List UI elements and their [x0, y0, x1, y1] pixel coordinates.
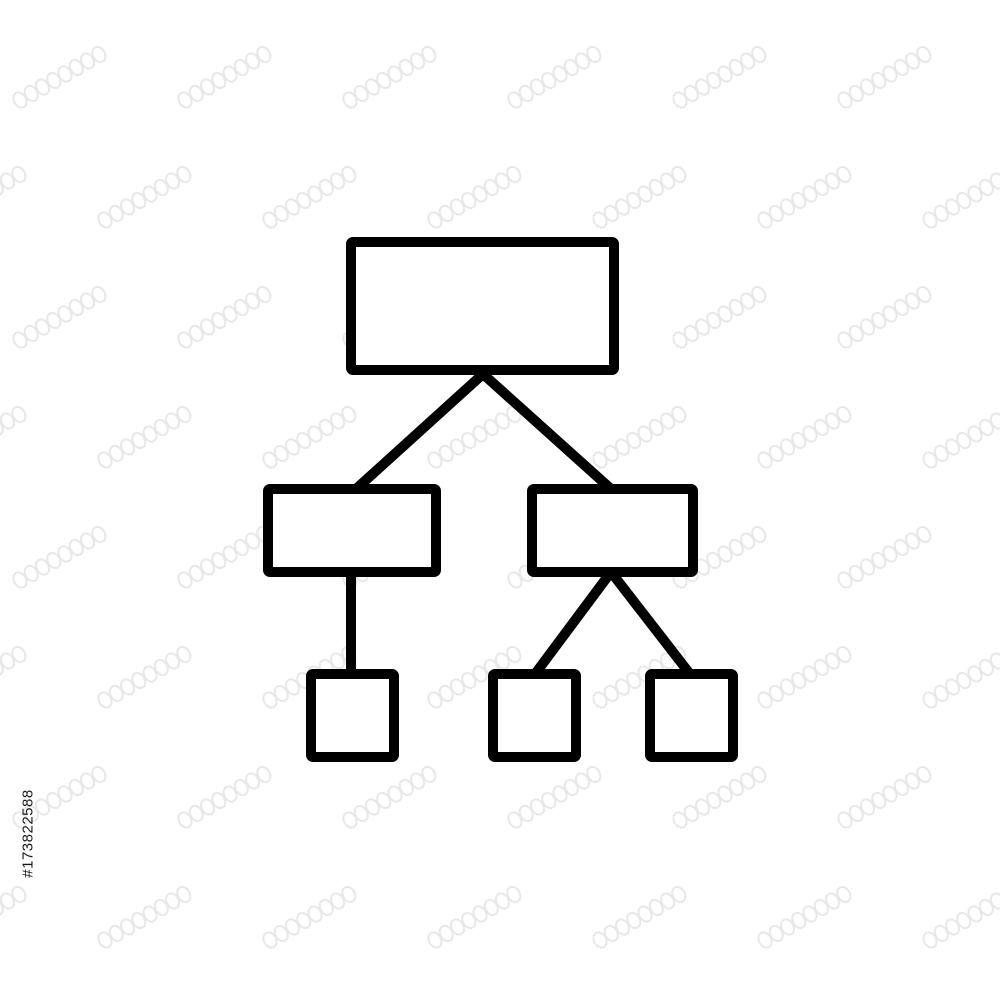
edge-right-child-to-leaf-middle [530, 567, 616, 679]
edge-root-to-left-child [351, 369, 488, 494]
node-leaf-left [306, 669, 399, 762]
node-leaf-right [645, 669, 738, 762]
stock-id-text: #173822588 [19, 788, 37, 878]
stock-id-label: #173822588 [19, 768, 37, 898]
node-right-child [527, 484, 698, 577]
node-left-child [263, 484, 441, 577]
edge-right-child-to-leaf-right [606, 567, 695, 679]
node-leaf-middle [488, 669, 581, 762]
edge-root-to-right-child [478, 369, 616, 494]
node-root [346, 237, 619, 375]
